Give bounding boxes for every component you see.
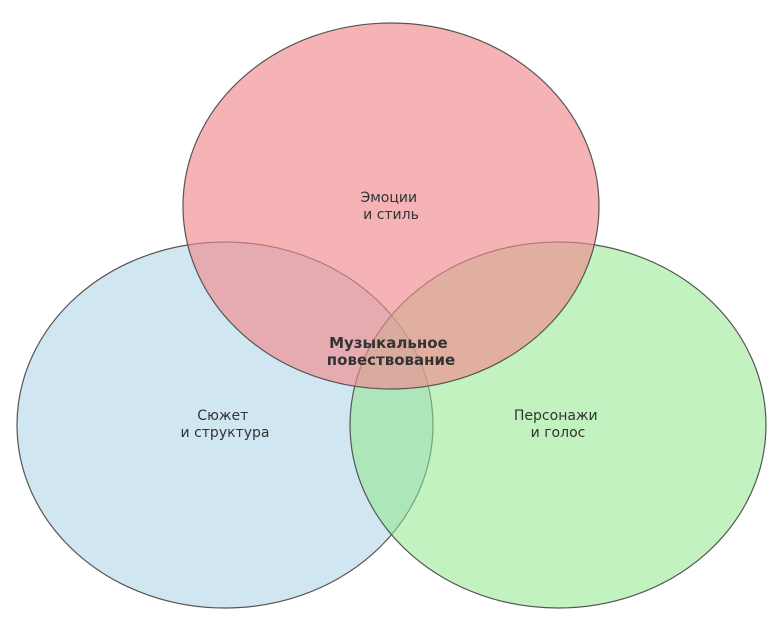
label-emotions-style: Эмоции и стиль	[360, 190, 421, 223]
label-characters-voice: Персонажи и голос	[514, 408, 602, 441]
label-plot-structure: Сюжет и структура	[181, 408, 270, 441]
circle-emotions-style	[182, 22, 600, 390]
label-center-musical-narrative: Музыкальное повествование	[327, 334, 455, 369]
